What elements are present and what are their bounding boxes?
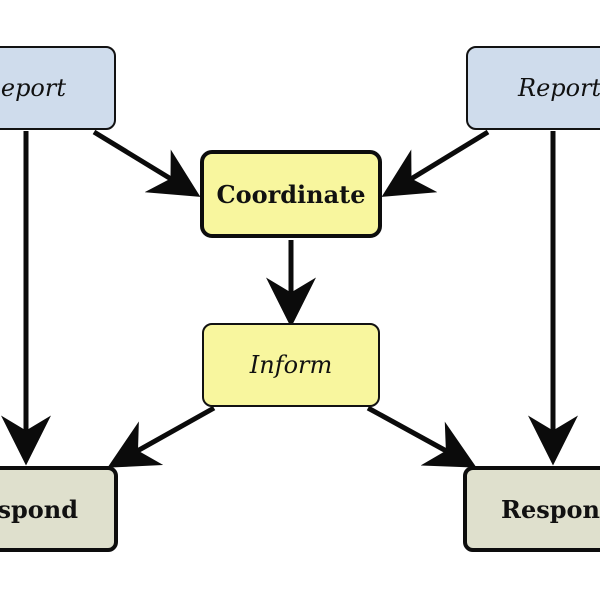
inform-node-label: Inform xyxy=(249,351,333,379)
inform-node: Inform xyxy=(202,323,380,407)
respond-node-right: Respond xyxy=(463,466,600,552)
report-node-left: Report xyxy=(0,46,116,130)
respond-node-left: Respond xyxy=(0,466,118,552)
coordinate-node-label: Coordinate xyxy=(216,179,366,209)
coordinate-node: Coordinate xyxy=(200,150,382,238)
arrow-report-left-to-coordinate xyxy=(92,129,201,197)
report-node-right-label: Report xyxy=(518,74,600,102)
respond-node-right-label: Respond xyxy=(501,494,600,524)
respond-node-left-label: Respond xyxy=(0,494,78,524)
arrow-inform-to-respond-left xyxy=(107,405,216,468)
arrow-inform-to-respond-right xyxy=(366,405,477,468)
arrow-report-right-to-coordinate xyxy=(381,129,490,197)
report-node-right: Report xyxy=(466,46,600,130)
report-node-left-label: Report xyxy=(0,74,66,102)
